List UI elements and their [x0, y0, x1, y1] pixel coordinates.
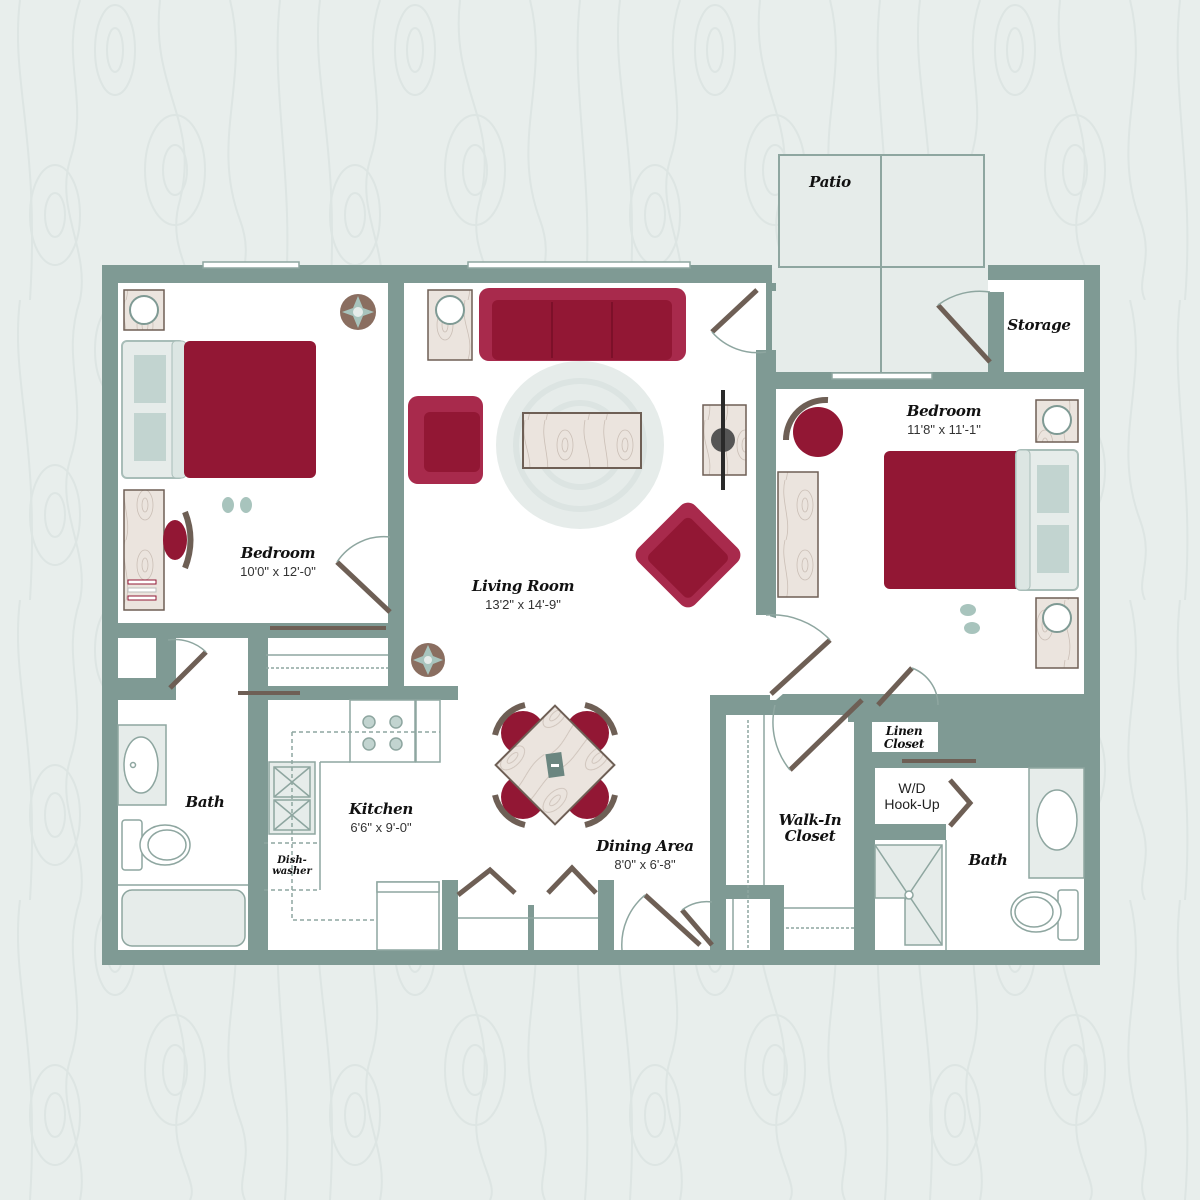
desk-chair — [163, 520, 187, 560]
room-label-bedroom-left: Bedroom 10'0" x 12'-0" — [240, 545, 316, 579]
armchair-right — [635, 502, 741, 608]
bath-right-fixtures — [874, 767, 1085, 950]
room-name: Kitchen — [348, 800, 414, 818]
room-label-storage: Storage — [1007, 316, 1071, 334]
room-label-dining-area: Dining Area 8'0" x 6'-8" — [596, 837, 694, 872]
room-label-patio: Patio — [809, 174, 851, 190]
room-dimensions: 10'0" x 12'-0" — [240, 564, 316, 579]
room-dimensions: 6'6" x 9'-0" — [350, 820, 412, 835]
room-label-bedroom-right: Bedroom 11'8" x 11'-1" — [906, 402, 982, 437]
room-label-walk-in-closet: Walk-In Closet — [779, 812, 842, 844]
label-wd-hookup: W/D Hook-Up — [884, 780, 939, 812]
sofa — [479, 288, 686, 361]
room-label-linen-closet: Linen Closet — [883, 724, 925, 751]
refrigerator — [376, 881, 440, 951]
room-label-living-room: Living Room 13'2" x 14'-9" — [471, 577, 575, 612]
wd-line1: W/D — [898, 780, 926, 796]
room-name: Bedroom — [906, 402, 982, 420]
closet-shelving — [266, 654, 854, 950]
dishwasher-line2: washer — [272, 866, 312, 877]
room-name: Bath — [185, 793, 225, 811]
room-label-kitchen: Kitchen 6'6" x 9'-0" — [349, 801, 413, 835]
plant-icon — [340, 294, 376, 330]
slippers-icon — [222, 497, 252, 513]
bed — [884, 449, 1079, 591]
plant-icon — [411, 643, 445, 677]
room-name: Living Room — [471, 577, 575, 595]
room-dimensions: 11'8" x 11'-1" — [907, 422, 981, 437]
bedroom-right-furniture — [777, 396, 1079, 669]
bed — [121, 340, 316, 479]
shower — [874, 844, 943, 946]
room-name-line2: Closet — [883, 737, 925, 751]
room-name: Bath — [968, 851, 1008, 869]
kitchen-fixtures — [264, 699, 441, 951]
dining-furniture — [492, 702, 618, 828]
tv-stand — [702, 390, 747, 490]
windows — [202, 261, 933, 380]
bath-left-fixtures — [117, 724, 248, 947]
dresser — [777, 471, 819, 598]
room-name: Dining Area — [596, 837, 694, 855]
toilet — [1010, 889, 1079, 941]
bedroom-left-furniture — [121, 289, 376, 611]
armchair-left — [408, 396, 483, 484]
room-label-bath-left: Bath — [185, 794, 224, 810]
room-name: Patio — [809, 173, 851, 191]
wd-line2: Hook-Up — [884, 796, 940, 812]
bathtub — [121, 889, 246, 947]
room-label-bath-right: Bath — [968, 852, 1007, 868]
label-dishwasher: Dish- washer — [272, 855, 312, 877]
room-name-line2: Closet — [784, 827, 836, 845]
room-name: Bedroom — [240, 544, 316, 562]
room-name: Storage — [1007, 316, 1071, 334]
slippers-icon — [960, 604, 980, 634]
doors — [167, 288, 992, 951]
coffee-table — [522, 412, 642, 469]
room-name-line1: Linen — [885, 724, 923, 738]
dishwasher-line1: Dish- — [277, 855, 307, 866]
stove — [349, 699, 416, 763]
room-dimensions: 8'0" x 6'-8" — [614, 857, 676, 872]
toilet — [121, 819, 191, 871]
room-dimensions: 13'2" x 14'-9" — [485, 597, 561, 612]
chair — [793, 407, 843, 457]
room-name-line1: Walk-In — [778, 811, 842, 829]
living-room-furniture — [408, 288, 747, 677]
